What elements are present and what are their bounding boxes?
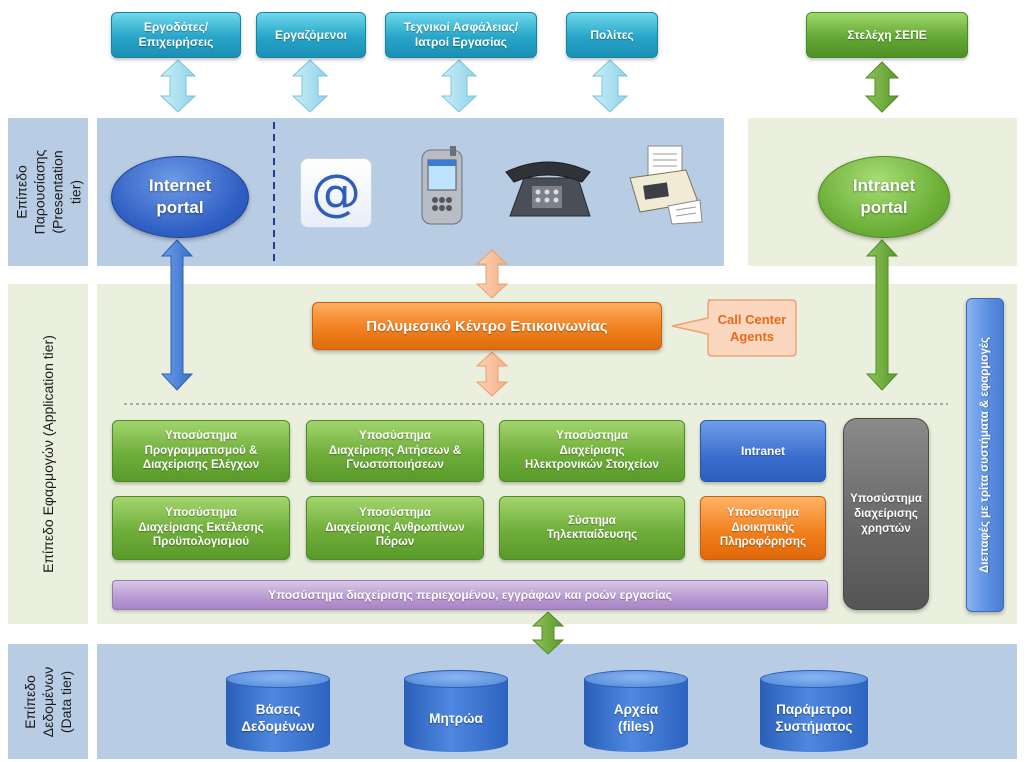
intranet-portal[interactable]: Intranet portal bbox=[818, 156, 950, 238]
subsystem-applications-notifications[interactable]: Υποσύστημα Διαχείρισης Αιτήσεων & Γνωστο… bbox=[306, 420, 484, 482]
datastore-system-parameters-label: Παράμετροι Συστήματος bbox=[775, 702, 853, 734]
staff-arrow bbox=[864, 61, 900, 113]
email-at-symbol: @ bbox=[311, 164, 361, 222]
actor-arrow-1 bbox=[159, 59, 197, 113]
actor-employers-button[interactable]: Εργοδότες/ Επιχειρήσεις bbox=[111, 12, 241, 58]
actor-citizens-button[interactable]: Πολίτες bbox=[566, 12, 658, 58]
desk-phone-icon bbox=[505, 161, 591, 217]
intranet-portal-arrow bbox=[865, 239, 899, 391]
actor-arrow-3 bbox=[440, 59, 478, 113]
subsystem-intranet[interactable]: Intranet bbox=[700, 420, 826, 482]
third-party-interfaces-bar[interactable]: Διεπαφές με τρίτα συστήματα & εφαρμογές bbox=[966, 298, 1004, 612]
application-band-label bbox=[8, 284, 88, 624]
third-party-interfaces-label: Διεπαφές με τρίτα συστήματα & εφαρμογές bbox=[979, 336, 991, 574]
datastore-system-parameters[interactable]: Παράμετροι Συστήματος bbox=[760, 670, 868, 752]
staff-sepe-button[interactable]: Στελέχη ΣΕΠΕ bbox=[806, 12, 968, 58]
actor-employees-button[interactable]: Εργαζόμενοι bbox=[256, 12, 366, 58]
user-management-subsystem[interactable]: Υποσύστημα διαχείρισης χρηστών bbox=[843, 418, 929, 610]
datastore-registries[interactable]: Μητρώα bbox=[404, 670, 508, 752]
call-center-callout-shape bbox=[671, 299, 797, 357]
subsystem-electronic-records[interactable]: Υποσύστημα Διαχείρισης Ηλεκτρονικών Στοι… bbox=[499, 420, 685, 482]
subsystem-human-resources[interactable]: Υποσύστημα Διαχείρισης Ανθρωπίνων Πόρων bbox=[306, 496, 484, 560]
subsystem-e-learning[interactable]: Σύστημα Τηλεκπαίδευσης bbox=[499, 496, 685, 560]
actor-arrow-4 bbox=[591, 59, 629, 113]
datastore-files[interactable]: Αρχεία (files) bbox=[584, 670, 688, 752]
fax-icon bbox=[629, 145, 703, 225]
datastore-registries-label: Μητρώα bbox=[429, 710, 483, 726]
datastore-databases-label: Βάσεις Δεδομένων bbox=[241, 702, 315, 734]
presentation-band bbox=[8, 118, 88, 266]
mobile-phone-icon bbox=[421, 146, 463, 225]
internet-portal-arrow bbox=[160, 239, 194, 391]
subsystem-management-information[interactable]: Υποσύστημα Διοικητικής Πληροφόρησης bbox=[700, 496, 826, 560]
subsystem-audit-planning[interactable]: Υποσύστημα Προγραμματισμού & Διαχείρισης… bbox=[112, 420, 290, 482]
multimedia-contact-center[interactable]: Πολυμεσικό Κέντρο Επικοινωνίας bbox=[312, 302, 662, 350]
internet-portal[interactable]: Internet portal bbox=[111, 156, 249, 238]
channels-arrow bbox=[475, 249, 509, 299]
actor-safety-technicians-button[interactable]: Τεχνικοί Ασφάλειας/ Ιατροί Εργασίας bbox=[385, 12, 537, 58]
subsystem-budget-execution[interactable]: Υποσύστημα Διαχείρισης Εκτέλεσης Προϋπολ… bbox=[112, 496, 290, 560]
data-tier-arrow bbox=[531, 611, 565, 655]
contact-center-arrow bbox=[475, 351, 509, 397]
data-band-label bbox=[8, 644, 88, 759]
email-icon: @ bbox=[300, 158, 372, 228]
call-center-agents-label: Call Center Agents bbox=[717, 312, 787, 344]
datastore-files-label: Αρχεία (files) bbox=[613, 702, 659, 734]
actor-arrow-2 bbox=[291, 59, 329, 113]
content-management-bar[interactable]: Υποσύστημα διαχείρισης περιεχομένου, εγγ… bbox=[112, 580, 828, 610]
datastore-databases[interactable]: Βάσεις Δεδομένων bbox=[226, 670, 330, 752]
